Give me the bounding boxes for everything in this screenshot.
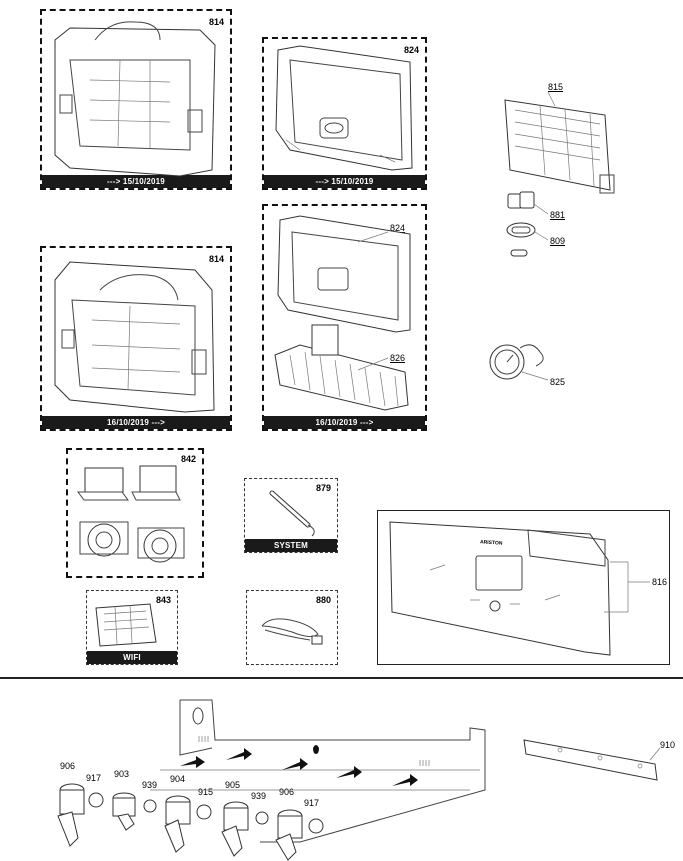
system-band: SYSTEM [245,539,337,552]
control-panel-frame [377,510,670,665]
label-906: 906 [60,761,76,771]
section-divider [0,677,683,679]
date-band: 16/10/2019 ---> [42,416,230,429]
part-number-826: 826 [390,353,406,363]
callout-816: 816 [652,577,668,587]
part-box-879: 879 SYSTEM [244,478,338,553]
part-number-814: 814 [208,254,224,264]
callout-815: 815 [548,82,564,92]
callout-881: 881 [550,210,566,220]
date-band: ---> 15/10/2019 [42,175,230,188]
frame-814-old-drawing [54,21,216,177]
part-box-842: 842 [66,448,204,578]
cover-824-new-drawing [277,215,411,333]
wifi-board-843-drawing [95,603,157,647]
mounting-bracket-drawing [150,699,486,843]
label-905: 905 [225,780,241,790]
part-box-814-old: 814 ---> 15/10/2019 [40,9,232,190]
cable-880-drawing [261,618,323,645]
callout-910: 910 [660,740,676,750]
label-915: 915 [198,787,214,797]
label-906: 906 [279,787,295,797]
pcb-815-drawing [504,91,615,194]
part-box-814-new: 814 16/10/2019 ---> [40,246,232,431]
date-band: ---> 15/10/2019 [264,175,425,188]
label-939: 939 [251,791,267,801]
callout-809: 809 [550,236,566,246]
part-number-814: 814 [208,17,224,27]
probe-879-drawing [269,490,315,537]
part-number-842: 842 [180,454,196,464]
frame-814-new-drawing [54,261,215,413]
part-number-843: 843 [155,595,171,605]
connector-881-drawing [507,191,549,215]
label-939: 939 [142,780,158,790]
part-box-824-826-new: 16/10/2019 ---> [262,204,427,431]
label-917: 917 [304,798,320,808]
valves-drawing [57,783,324,861]
sensors-842-drawing [77,465,185,563]
flow-arrows [180,736,430,786]
label-917: 917 [86,773,102,783]
grille-826-drawing [274,324,409,411]
gauge-825-drawing [489,344,549,381]
fuse-809-drawing [506,222,549,257]
label-903: 903 [114,769,130,779]
part-box-824-old: 824 ---> 15/10/2019 [262,37,427,190]
part-number-824: 824 [390,223,406,233]
part-box-843: 843 WIFI [86,590,178,665]
part-box-880: 880 [246,590,338,665]
wifi-band: WIFI [87,651,177,664]
part-number-879: 879 [315,483,331,493]
cover-824-old-drawing [275,45,413,171]
date-band: 16/10/2019 ---> [264,416,425,429]
part-number-880: 880 [315,595,331,605]
rail-910-drawing [523,739,661,781]
label-904: 904 [170,774,186,784]
callout-825: 825 [550,377,566,387]
control-panel-816-drawing [389,521,650,656]
part-number-824: 824 [403,45,419,55]
